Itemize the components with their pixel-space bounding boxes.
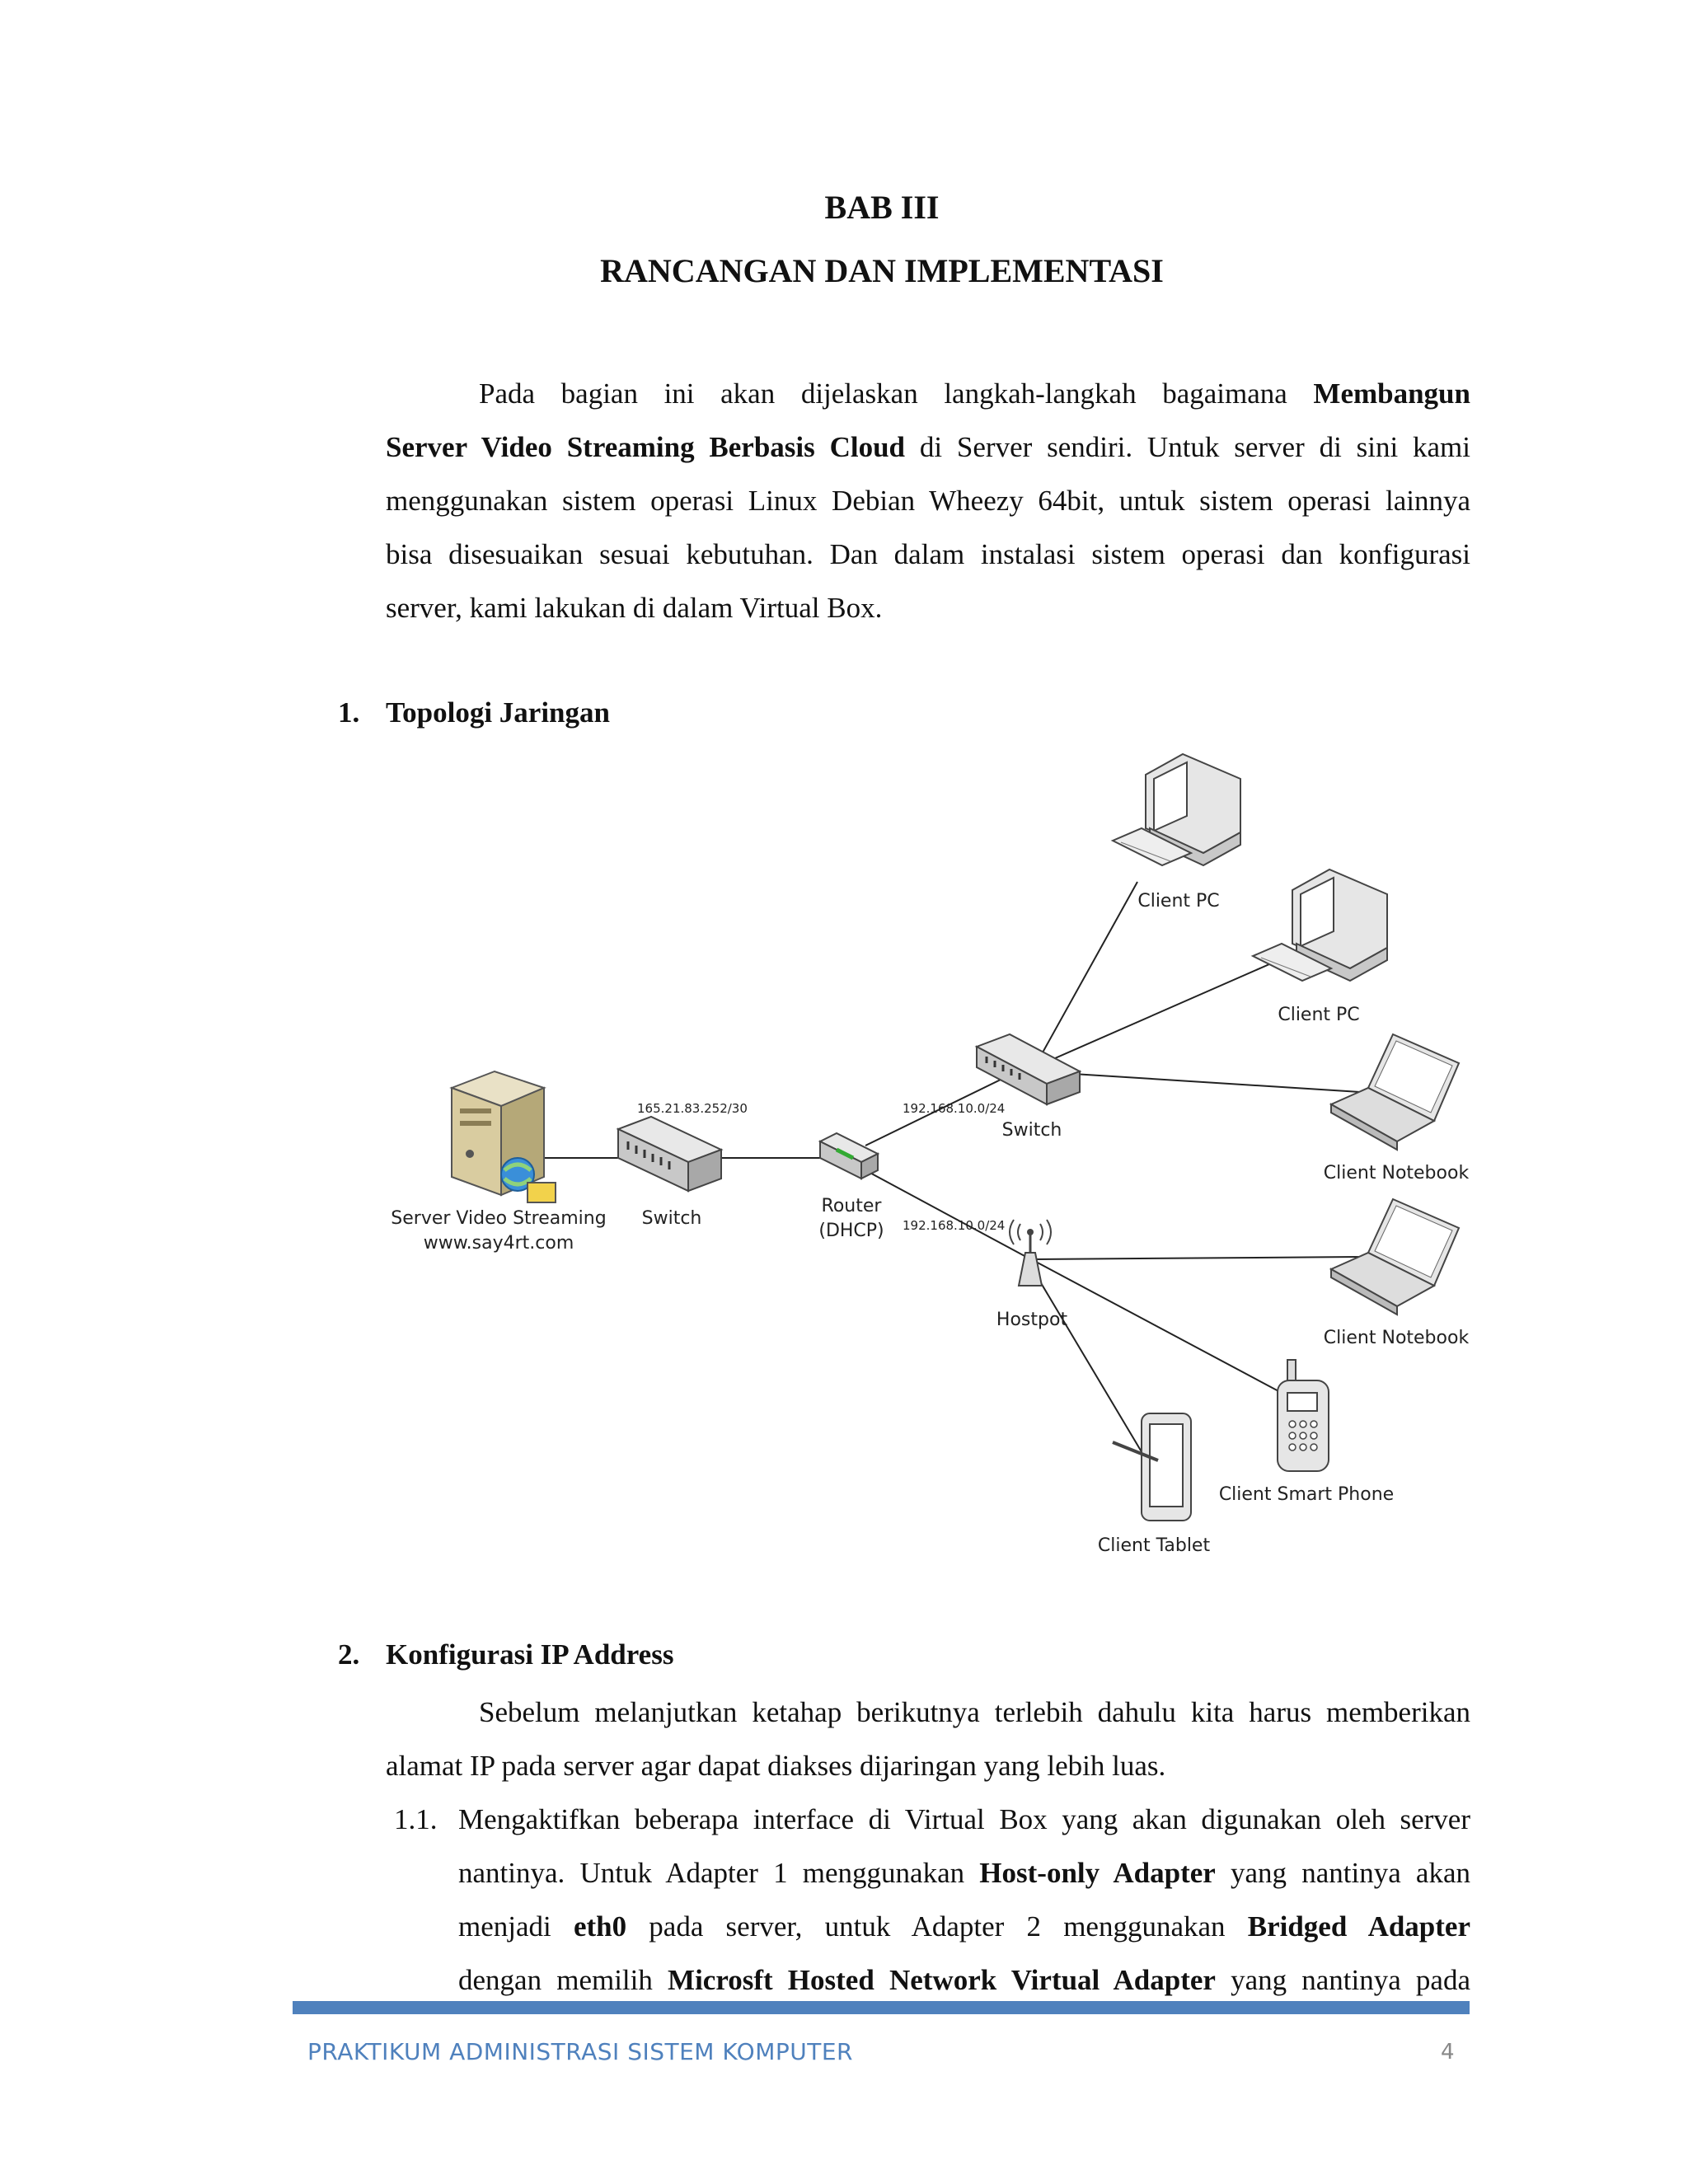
router-label: Router [822,1196,883,1216]
link-switch2-notebook1 [1034,1071,1361,1093]
link-switch2-pc1 [1034,881,1138,1068]
client-phone-label: Client Smart Phone [1219,1484,1394,1505]
client-tablet-label: Client Tablet [1098,1535,1211,1556]
switch-2-label: Switch [1002,1120,1062,1141]
link-hotspot-tablet [1029,1264,1146,1460]
section-2-number: 2. [338,1638,360,1671]
client-pc-1-label: Client PC [1137,891,1219,912]
client-tablet-icon [1112,1413,1192,1521]
intro-paragraph: Pada bagian ini akan dijelaskan langkah-… [386,367,1470,635]
server-icon [449,1070,556,1203]
client-pc-2-icon [1250,868,1388,982]
hotspot-label: Hostpot [996,1310,1068,1330]
client-notebook-icon [1329,1033,1461,1151]
server-label: Server Video Streaming [391,1208,606,1229]
switch-icon [616,1115,724,1193]
chapter-number: BAB III [824,189,940,226]
client-pc-2-label: Client PC [1278,1005,1359,1025]
list-item-text: Mengaktifkan beberapa interface di Virtu… [458,1793,1470,2007]
config-line-2: alamat IP pada server agar dapat diakses… [386,1750,1166,1782]
intro-line-4: bisa disesuaikan sesuai kebutuhan. Dan d… [386,538,1470,570]
ip-wan-label: 165.21.83.252/30 [637,1101,748,1116]
client-smartphone-icon [1277,1359,1329,1472]
link-hotspot-phone [1034,1260,1282,1394]
switch-2-icon [974,1033,1082,1106]
ip-lan-2-label: 192.168.10.0/24 [903,1218,1005,1233]
item-line-3: menjadi eth0 pada server, untuk Adapter … [458,1910,1470,1943]
config-line-1: Sebelum melanjutkan ketahap berikutnya t… [479,1696,1470,1728]
network-links [540,881,1361,1460]
footer-title: PRAKTIKUM ADMINISTRASI SISTEM KOMPUTER [307,2038,854,2065]
router-dhcp-label: (DHCP) [818,1221,884,1241]
client-notebook-1-label: Client Notebook [1324,1163,1470,1183]
page-number: 4 [1441,2040,1455,2064]
server-url-label: www.say4rt.com [424,1233,574,1254]
item-line-1: Mengaktifkan beberapa interface di Virtu… [458,1803,1470,1835]
client-notebook-2-icon [1329,1197,1461,1316]
section-2-title: Konfigurasi IP Address [386,1638,674,1671]
item-line-4: dengan memilih Microsft Hosted Network V… [458,1964,1470,1996]
client-notebook-2-label: Client Notebook [1324,1328,1470,1348]
intro-line-5: server, kami lakukan di dalam Virtual Bo… [386,592,883,624]
link-hotspot-notebook2 [1034,1256,1361,1260]
config-paragraph: Sebelum melanjutkan ketahap berikutnya t… [386,1685,1470,1793]
list-item-number: 1.1. [394,1803,438,1835]
intro-line-1: Pada bagian ini akan dijelaskan langkah-… [479,377,1470,410]
section-1-title: Topologi Jaringan [386,696,610,729]
item-line-2: nantinya. Untuk Adapter 1 menggunakan Ho… [458,1857,1470,1889]
footer-rule [293,2001,1470,2014]
link-switch2-pc2 [1034,963,1270,1068]
client-pc-icon [1110,752,1241,867]
intro-line-2: Server Video Streaming Berbasis Cloud di… [386,431,1471,463]
ip-lan-1-label: 192.168.10.0/24 [903,1101,1005,1116]
access-point-icon [1009,1219,1052,1286]
router-icon [818,1132,880,1180]
link-router-hotspot [865,1169,1027,1258]
intro-line-3: menggunakan sistem operasi Linux Debian … [386,485,1470,517]
chapter-title: RANCANGAN DAN IMPLEMENTASI [600,252,1164,289]
section-1-number: 1. [338,696,360,729]
switch-label: Switch [642,1208,702,1229]
